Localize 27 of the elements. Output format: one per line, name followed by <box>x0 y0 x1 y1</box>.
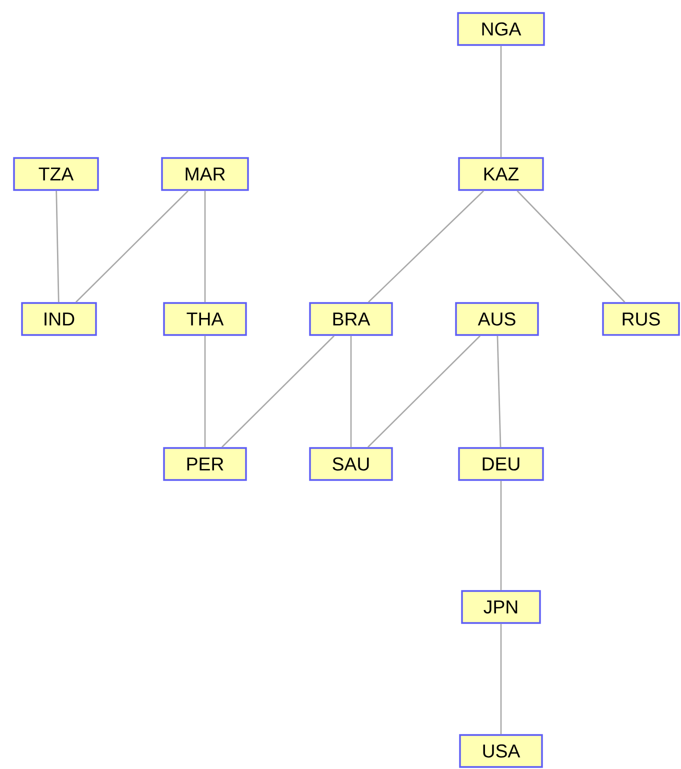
label-box: JPN <box>461 590 541 624</box>
connector-line <box>76 190 188 303</box>
connector-line <box>56 190 60 302</box>
connector-line <box>500 624 502 734</box>
label-box: NGA <box>457 12 545 46</box>
connector-line <box>368 190 484 303</box>
label-box: PER <box>163 447 247 481</box>
label-box: THA <box>163 302 247 336</box>
connector-line <box>496 336 502 448</box>
connector-line <box>516 190 626 303</box>
label-box: AUS <box>455 302 539 336</box>
label-box: IND <box>21 302 97 336</box>
label-box: MAR <box>161 157 249 191</box>
connector-line <box>204 190 206 302</box>
label-box: RUS <box>602 302 680 336</box>
connector-line <box>500 480 502 590</box>
connector-line <box>368 335 480 448</box>
label-box: KAZ <box>458 157 544 191</box>
connector-line <box>350 336 352 448</box>
label-box: USA <box>459 734 543 768</box>
label-box: TZA <box>13 157 99 191</box>
connector-line <box>222 335 334 448</box>
connector-line <box>204 336 206 448</box>
label-box: BRA <box>309 302 393 336</box>
connector-line <box>500 46 502 158</box>
label-box: DEU <box>458 447 544 481</box>
label-box: SAU <box>309 447 393 481</box>
